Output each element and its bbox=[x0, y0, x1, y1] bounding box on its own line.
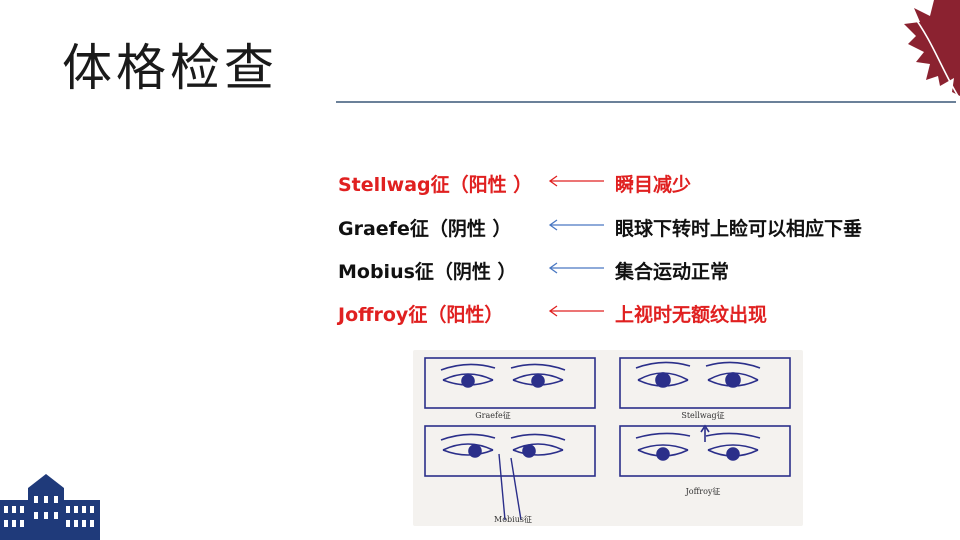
mobius-caption: Mobius征 bbox=[494, 514, 532, 524]
slide-title: 体格检查 bbox=[62, 39, 278, 97]
building-logo-icon bbox=[0, 474, 100, 540]
left-arrow-icon bbox=[548, 305, 604, 317]
joffroy-caption: Joffroy征 bbox=[685, 486, 721, 496]
eye-signs-illustration: Graefe征 Stellwag征 Mobius征 Joffroy征 bbox=[413, 350, 803, 526]
sign-label: Graefe征（阴性 ） bbox=[338, 218, 512, 240]
left-arrow-icon bbox=[548, 219, 604, 231]
sign-label: Mobius征（阴性 ） bbox=[338, 261, 517, 283]
sign-description: 集合运动正常 bbox=[615, 261, 730, 283]
title-divider bbox=[336, 101, 956, 103]
sign-description: 眼球下转时上睑可以相应下垂 bbox=[615, 218, 863, 240]
sign-description: 瞬目减少 bbox=[615, 174, 692, 196]
left-arrow-icon bbox=[548, 175, 604, 187]
graefe-caption: Graefe征 bbox=[475, 410, 510, 420]
sign-description: 上视时无额纹出现 bbox=[615, 304, 768, 326]
sign-label: Stellwag征（阳性 ） bbox=[338, 174, 533, 196]
left-arrow-icon bbox=[548, 262, 604, 274]
maple-leaf-logo-icon bbox=[904, 0, 960, 97]
sign-label: Joffroy征（阳性） bbox=[338, 304, 504, 326]
stellwag-caption: Stellwag征 bbox=[681, 410, 724, 420]
